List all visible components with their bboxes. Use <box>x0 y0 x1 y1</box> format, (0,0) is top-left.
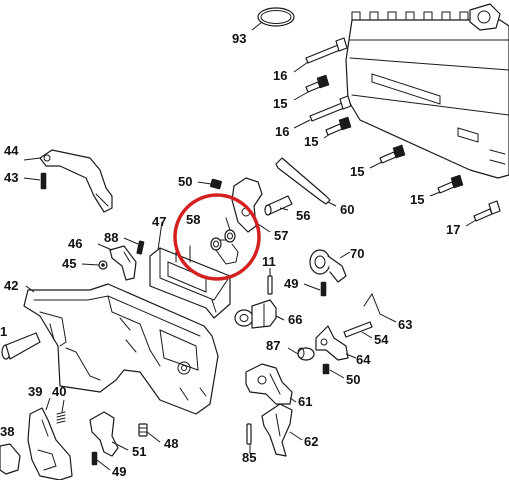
label-51: 51 <box>132 444 146 459</box>
label-15: 15 <box>410 192 424 207</box>
part-66-selector <box>234 299 277 329</box>
label-42: 42 <box>4 278 18 293</box>
part-39-trigger-assembly <box>27 407 73 480</box>
label-16: 16 <box>273 68 287 83</box>
part-51-cam <box>89 411 119 457</box>
part-15-screw-a <box>305 74 330 93</box>
label-49: 49 <box>284 276 298 291</box>
label-15: 15 <box>304 134 318 149</box>
label-85: 85 <box>242 450 256 465</box>
part-1-takedown-pin <box>1 332 41 360</box>
label-44: 44 <box>4 143 19 158</box>
label-57: 57 <box>274 228 288 243</box>
label-56: 56 <box>296 208 310 223</box>
label-43: 43 <box>4 170 18 185</box>
label-60: 60 <box>340 202 354 217</box>
part-11-pin <box>267 275 273 295</box>
label-47: 47 <box>152 214 166 229</box>
part-15-screw-b <box>325 116 352 136</box>
part-64-disconnector <box>315 325 349 361</box>
part-44-lever <box>39 149 113 213</box>
label-17: 17 <box>446 222 460 237</box>
part-70-knob <box>309 249 347 283</box>
label-50: 50 <box>346 372 360 387</box>
part-16-screw-b <box>309 95 352 122</box>
label-87: 87 <box>266 338 280 353</box>
label-48: 48 <box>164 436 178 451</box>
part-50-block-b <box>322 363 330 375</box>
part-56-pin <box>264 195 293 216</box>
leader-lines <box>23 21 477 471</box>
label-93: 93 <box>232 31 246 46</box>
label-63: 63 <box>398 317 412 332</box>
part-40-spring <box>56 411 66 424</box>
part-85-pin <box>246 423 252 445</box>
part-43-pin <box>40 172 47 190</box>
label-49: 49 <box>112 464 126 479</box>
label-54: 54 <box>374 332 389 347</box>
label-15: 15 <box>350 164 364 179</box>
label-61: 61 <box>298 394 312 409</box>
label-58: 58 <box>186 212 200 227</box>
part-45-screw <box>98 260 108 270</box>
part-49-pin-a <box>320 281 327 297</box>
part-88-pin <box>136 240 145 255</box>
part-17-screw <box>473 200 501 222</box>
part-16-screw-a <box>305 37 348 64</box>
callout-labels: 93 16 15 16 15 15 15 17 44 43 50 60 58 5… <box>0 31 460 479</box>
label-45: 45 <box>62 256 76 271</box>
label-15: 15 <box>273 96 287 111</box>
label-66: 66 <box>288 312 302 327</box>
part-15-screw-c <box>379 144 406 164</box>
part-38-partial <box>0 443 21 475</box>
highlight-circle <box>173 193 261 281</box>
part-42-lower-receiver <box>23 283 219 415</box>
label-38: 38 <box>0 424 14 439</box>
label-46: 46 <box>68 236 82 251</box>
label-64: 64 <box>356 352 371 367</box>
part-62-trigger <box>261 403 293 457</box>
part-93-o-ring <box>257 7 295 27</box>
part-50-block-a <box>210 178 222 190</box>
part-63-spring <box>363 292 381 315</box>
part-54-pin <box>343 321 373 338</box>
part-87-bushing <box>297 347 315 361</box>
part-58-spring <box>210 217 239 265</box>
part-60-spring <box>275 157 331 205</box>
part-47-housing <box>149 245 231 319</box>
label-40: 40 <box>52 384 66 399</box>
label-1: 1 <box>0 324 7 339</box>
label-88: 88 <box>104 230 118 245</box>
part-49-pin-b <box>91 451 98 466</box>
part-61-sear <box>245 363 293 405</box>
label-39: 39 <box>28 384 42 399</box>
label-70: 70 <box>350 246 364 261</box>
label-62: 62 <box>304 434 318 449</box>
upper-receiver <box>345 3 509 179</box>
part-15-screw-d <box>437 174 464 194</box>
part-46-catch <box>109 245 137 281</box>
label-50: 50 <box>178 174 192 189</box>
label-16: 16 <box>275 124 289 139</box>
part-48-screw <box>138 423 148 437</box>
label-11: 11 <box>262 254 276 269</box>
